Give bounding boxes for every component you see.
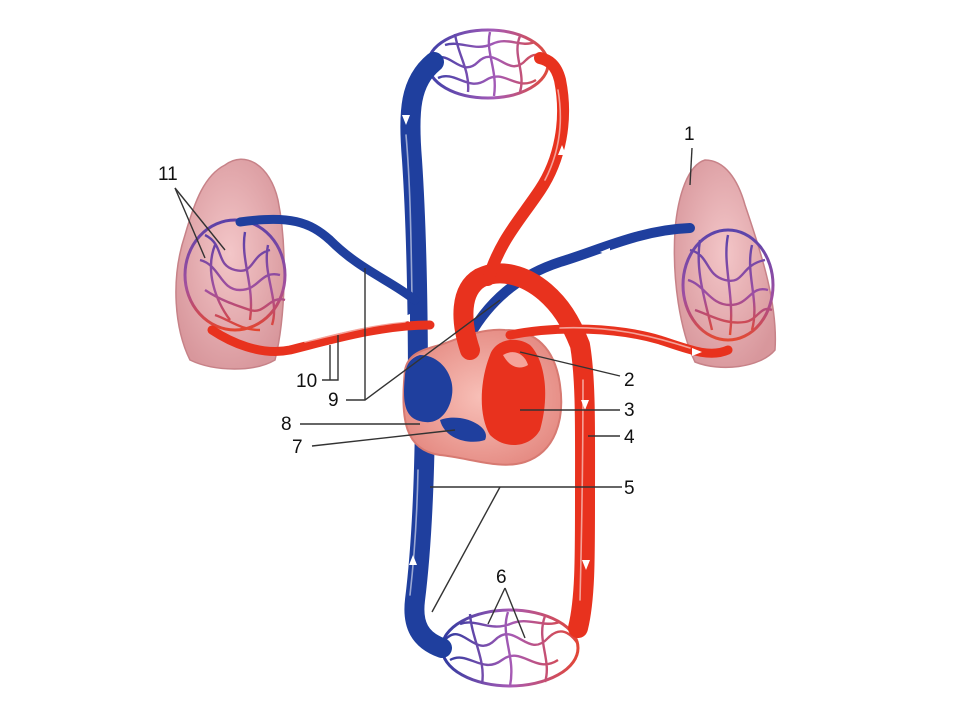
- label-5: 5: [624, 478, 635, 499]
- leader-11a: [174, 187, 206, 259]
- label-1: 1: [684, 124, 695, 145]
- inferior-vena-cava: [404, 410, 452, 658]
- left-pulmonary-vein: [235, 214, 420, 305]
- upper-body-capillary-bed: [426, 28, 550, 100]
- label-8: 8: [281, 414, 292, 435]
- leader-10: [322, 335, 339, 381]
- leader-11b: [174, 187, 226, 251]
- label-6: 6: [496, 567, 507, 588]
- leader-lines: [174, 147, 693, 639]
- leader-7: [311, 429, 456, 447]
- leader-2: [519, 351, 621, 377]
- label-4: 4: [624, 427, 635, 448]
- label-10: 10: [296, 371, 317, 392]
- right-pulmonary-vein-red: [505, 324, 733, 358]
- superior-vena-cava: [400, 52, 444, 402]
- number-labels: 1 2 3 4 5 6 7 8 9 10 11: [158, 124, 695, 588]
- leader-6a: [487, 587, 506, 625]
- label-11: 11: [158, 164, 178, 185]
- label-2: 2: [624, 370, 635, 391]
- flow-arrows: [290, 115, 702, 570]
- left-pulmonary-artery: [207, 320, 435, 356]
- right-lung: [673, 159, 777, 369]
- label-9: 9: [328, 390, 339, 411]
- leader-6b: [504, 587, 526, 639]
- heart: [402, 328, 563, 466]
- label-3: 3: [624, 400, 635, 421]
- carotid-artery: [482, 52, 570, 286]
- left-lung-capillary-network: [183, 218, 287, 332]
- leader-1: [689, 147, 693, 186]
- lower-body-capillary-bed: [440, 608, 580, 688]
- right-lung-capillary-network: [681, 228, 775, 342]
- leader-5b: [431, 486, 501, 613]
- label-7: 7: [292, 437, 303, 458]
